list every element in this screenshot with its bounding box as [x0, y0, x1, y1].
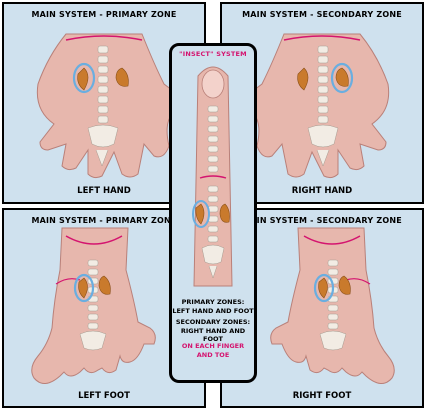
kidney-icon	[78, 277, 88, 299]
highlight-ring	[330, 62, 354, 94]
panel-label: RIGHT HAND	[291, 186, 353, 196]
primary-zones-text: PRIMARY ZONES: LEFT HAND AND FOOT	[172, 298, 254, 315]
zone-line	[65, 235, 123, 245]
spine-icon	[307, 45, 339, 167]
highlight-ring	[73, 273, 95, 303]
panel-title: MAIN SYSTEM - SECONDARY ZONE	[242, 10, 402, 19]
finger-illustration	[192, 66, 233, 287]
secondary-zones-heading: SECONDARY ZONES:	[175, 318, 251, 326]
kidney-icon	[219, 203, 230, 223]
spine-icon	[79, 259, 107, 351]
secondary-zones-detail: RIGHT HAND AND FOOT	[180, 326, 246, 344]
spine-icon	[201, 105, 225, 279]
highlight-ring	[192, 200, 210, 228]
spine-icon	[319, 259, 347, 351]
note-line: AND TOE	[196, 350, 230, 359]
panel-title: MAIN SYSTEM - PRIMARY ZONE	[31, 216, 177, 225]
zone-line	[345, 278, 371, 285]
kidney-icon	[297, 67, 309, 91]
panel-label: LEFT HAND	[77, 186, 131, 196]
secondary-zones-text: SECONDARY ZONES: RIGHT HAND AND FOOT	[172, 318, 254, 344]
highlight-ring	[72, 62, 96, 94]
each-finger-note: ON EACH FINGER AND TOE	[172, 342, 254, 359]
panel-title: MAIN SYSTEM - PRIMARY ZONE	[31, 10, 177, 19]
foot-illustration	[270, 227, 395, 384]
primary-zones-heading: PRIMARY ZONES:	[181, 298, 245, 306]
kidney-icon	[335, 67, 349, 87]
panel-label: RIGHT FOOT	[292, 391, 352, 401]
note-line: ON EACH FINGER	[181, 342, 245, 350]
hand-illustration	[36, 33, 190, 179]
fingernail-icon	[201, 69, 225, 99]
panel-title: MAIN SYSTEM - SECONDARY ZONE	[242, 216, 402, 225]
spine-icon	[87, 45, 119, 167]
kidney-icon	[98, 275, 111, 295]
kidney-icon	[195, 203, 205, 225]
center-title: "INSECT" SYSTEM	[179, 50, 247, 58]
panel-label: LEFT FOOT	[78, 391, 130, 401]
foot-illustration	[31, 227, 156, 384]
zone-line	[199, 175, 227, 179]
kidney-icon	[318, 277, 328, 299]
highlight-ring	[313, 273, 335, 303]
zone-line	[283, 35, 361, 41]
primary-zones-detail: LEFT HAND AND FOOT	[172, 306, 254, 315]
kidney-icon	[77, 67, 89, 91]
panel-insect-system: "INSECT" SYSTEM PRIMARY ZONES: LEFT HA	[169, 43, 257, 383]
zone-line	[303, 235, 361, 245]
kidney-icon	[338, 275, 351, 295]
kidney-icon	[115, 67, 129, 87]
zone-line	[65, 35, 143, 41]
